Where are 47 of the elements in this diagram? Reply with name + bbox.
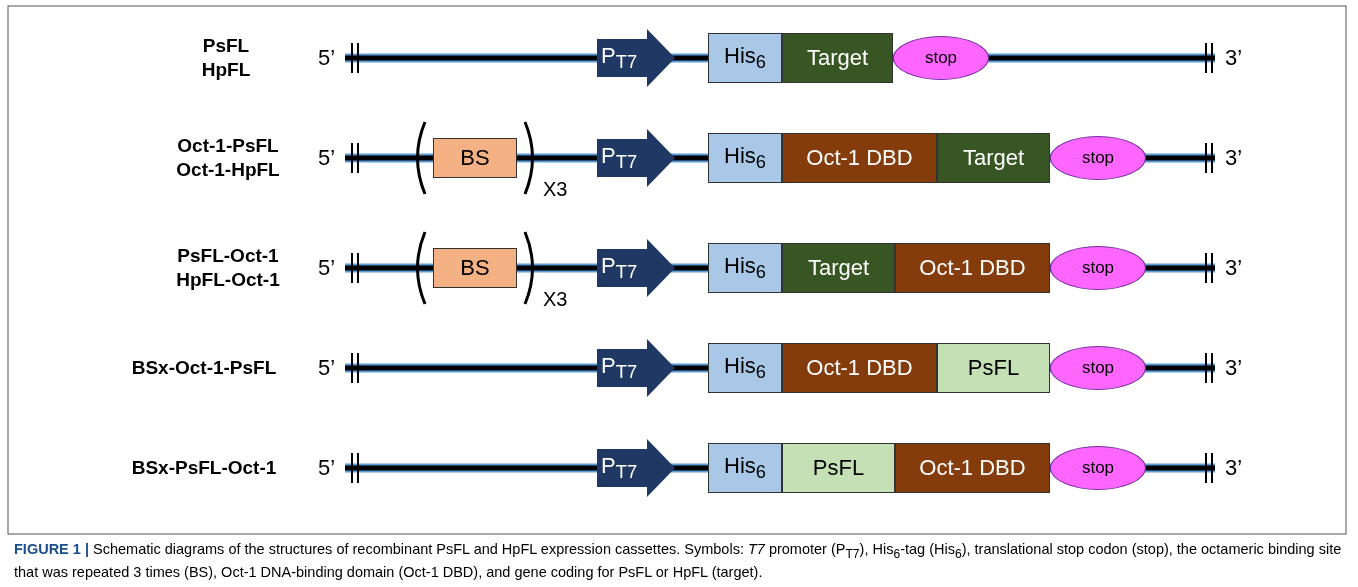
construct-name: HpFL: [201, 59, 251, 81]
target-box: Target: [937, 133, 1050, 183]
end-label: 3’: [1225, 355, 1243, 381]
domain-box: Oct-1 DBD: [782, 343, 937, 393]
stop-ellipse: stop: [1050, 246, 1146, 290]
tag-box: His$_{6}$: [708, 443, 782, 493]
end-label: 3’: [1225, 145, 1243, 171]
end-label: 3’: [1225, 45, 1243, 71]
repeat-label: X3: [543, 288, 568, 311]
promoter-symbol: P$_{T7}$: [597, 439, 675, 497]
gene-box: PsFL: [937, 343, 1050, 393]
end-label: 5’: [318, 255, 336, 281]
target-box: Target: [782, 33, 893, 83]
construct-name: PsFL-Oct-1: [177, 245, 279, 267]
construct-name: PsFL: [202, 35, 250, 57]
repeat-label: X3: [543, 178, 568, 201]
end-label: 5’: [318, 45, 336, 71]
stop-ellipse: stop: [1050, 136, 1146, 180]
end-label: 3’: [1225, 255, 1243, 281]
construct-name: Oct-1-PsFL: [177, 135, 279, 157]
end-label: 5’: [318, 455, 336, 481]
end-label: 5’: [318, 355, 336, 381]
promoter-symbol: P$_{T7}$: [597, 239, 675, 297]
figure-caption: FIGURE 1 | Schematic diagrams of the structures of recombinant PsFL and HpFL expression cassettes. Symbols: T7 promoter (P$_{T7}$), His$_{6}$-tag (His$_{6}$), translational stop codon (stop), the octameric binding site that was repeated 3 times (BS), Oct-1 DNA-binding domain (Oct-1 DBD), and gene coding for PsFL or HpFL (target).: [14, 540, 1343, 581]
construct-name: BSx-PsFL-Oct-1: [131, 457, 277, 479]
domain-box: Oct-1 DBD: [895, 243, 1050, 293]
target-box: Target: [782, 243, 895, 293]
tag-box: His$_{6}$: [708, 243, 782, 293]
binding-site-box: BS: [433, 248, 517, 288]
promoter-symbol: P$_{T7}$: [597, 339, 675, 397]
tag-box: His$_{6}$: [708, 133, 782, 183]
construct-name: HpFL-Oct-1: [176, 269, 280, 291]
promoter-symbol: P$_{T7}$: [597, 129, 675, 187]
tag-box: His$_{6}$: [708, 343, 782, 393]
binding-site-box: BS: [433, 138, 517, 178]
promoter-symbol: P$_{T7}$: [597, 29, 675, 87]
stop-ellipse: stop: [1050, 346, 1146, 390]
tag-box: His$_{6}$: [708, 33, 782, 83]
domain-box: Oct-1 DBD: [895, 443, 1050, 493]
construct-name: BSx-Oct-1-PsFL: [131, 357, 277, 379]
domain-box: Oct-1 DBD: [782, 133, 937, 183]
end-label: 3’: [1225, 455, 1243, 481]
end-label: 5’: [318, 145, 336, 171]
construct-name: Oct-1-HpFL: [176, 159, 280, 181]
stop-ellipse: stop: [893, 36, 989, 80]
stop-ellipse: stop: [1050, 446, 1146, 490]
gene-box: PsFL: [782, 443, 895, 493]
